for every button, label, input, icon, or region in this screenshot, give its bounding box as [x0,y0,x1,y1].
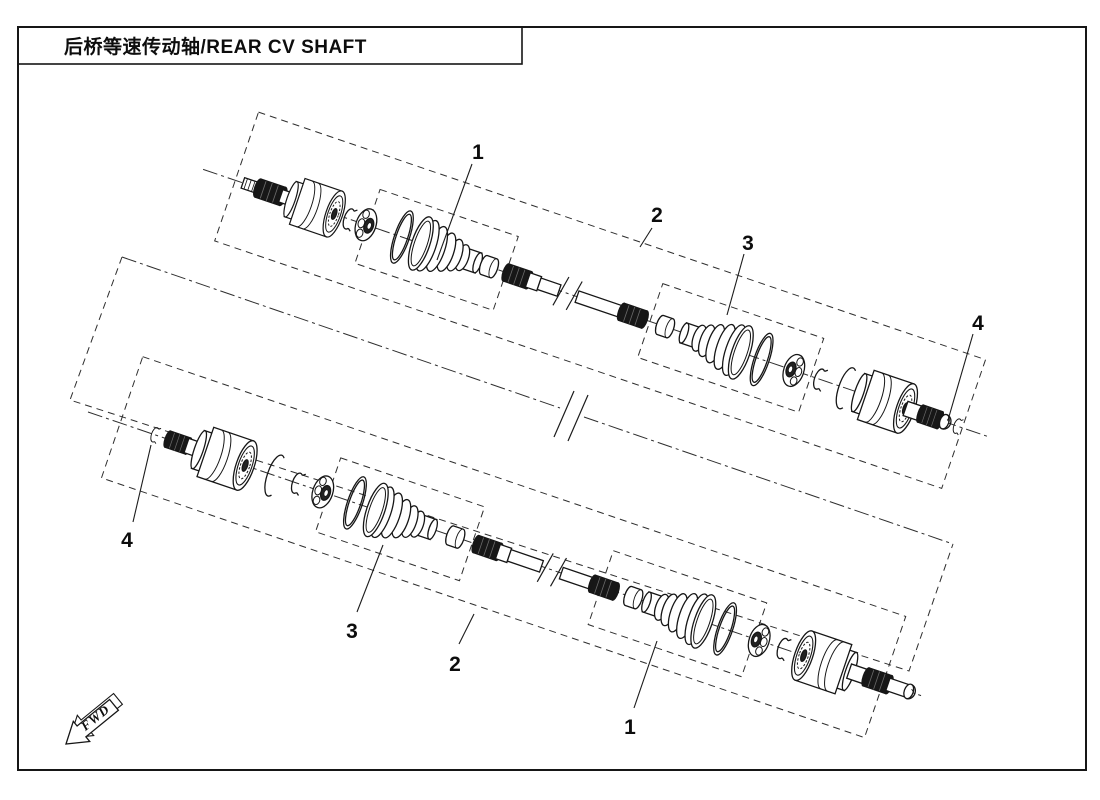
break-mark [536,553,568,587]
fwd-arrow: FWD [65,692,124,745]
outer-cv-joint-housing [786,627,864,699]
boot-clamp-small [652,313,678,340]
outer-cv-joint-housing [278,174,351,241]
callout-2-top[interactable]: 2 [651,204,663,227]
callouts: 1 2 3 4 4 3 2 1 [121,141,984,739]
callout-1-bottom[interactable]: 1 [624,716,636,739]
bottom-axle-assembly [87,356,925,739]
top-axle-assembly [202,111,989,490]
boot-kit-box-3 [637,282,825,413]
centerline [87,411,925,698]
break-mark [553,390,589,442]
callout-4-bottom[interactable]: 4 [121,529,133,552]
title-box [17,26,523,65]
bearing-cage [778,350,810,390]
callout-3-top[interactable]: 3 [742,232,754,255]
axle-pair-reference-box [69,256,954,672]
page-frame [17,26,1087,771]
retaining-circlip [950,416,964,436]
fwd-arrow-front [65,698,120,745]
callout-1-top[interactable]: 1 [472,141,484,164]
callout-3-bottom[interactable]: 3 [346,620,358,643]
boot-clamp-small [443,524,468,550]
inner-cv-joint-housing [185,422,263,494]
break-mark [552,276,583,311]
cv-boot [357,479,446,558]
callout-2-bottom[interactable]: 2 [449,653,461,676]
retaining-circlip [148,425,162,445]
bearing-cage [350,205,382,245]
page-title: 后桥等速传动轴/REAR CV SHAFT [64,35,367,58]
axle-shaft [499,262,651,330]
cv-boot [670,304,759,383]
cv-boot [402,213,491,292]
callout-4-top[interactable]: 4 [972,312,984,335]
inner-cv-joint-housing [845,365,924,437]
bearing-cage [743,620,775,660]
fwd-arrow-back [69,692,124,739]
axle-shaft [469,533,622,602]
